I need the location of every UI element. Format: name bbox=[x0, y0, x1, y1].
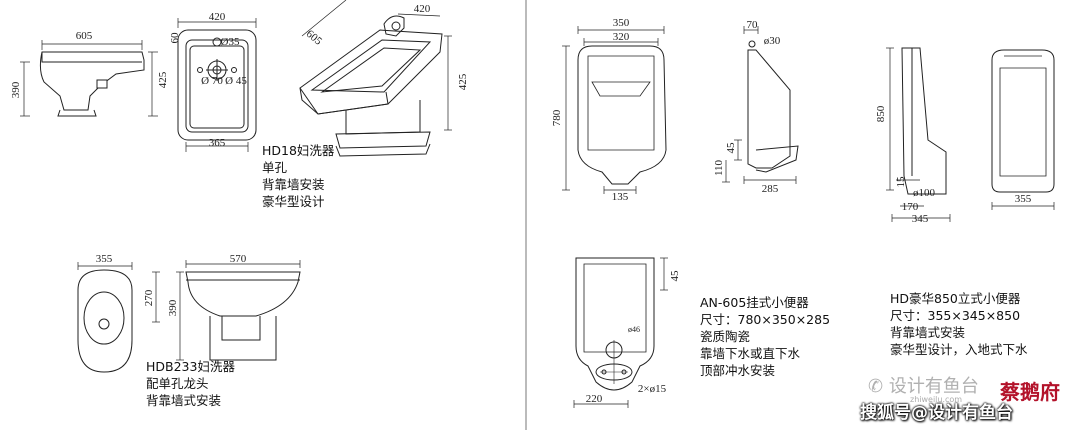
hd850-front-view bbox=[991, 49, 1055, 210]
watermark-logo: ✆ 设计有鱼台 bbox=[868, 372, 979, 398]
an605-side-45-label: 45 bbox=[725, 142, 737, 154]
hd18-side-height-label: 390 bbox=[10, 81, 22, 98]
hd18-iso-view bbox=[299, 0, 452, 157]
an605-back-view bbox=[573, 257, 668, 408]
an605-note-flush: 顶部冲水安装 bbox=[700, 363, 776, 378]
hd18-hole-top-label: Ø35 bbox=[221, 36, 240, 48]
watermark-icon: ✆ bbox=[868, 376, 884, 397]
watermark-logo-text: 设计有鱼台 bbox=[888, 376, 979, 397]
an605-note-material: 瓷质陶瓷 bbox=[700, 329, 751, 344]
hdb233-inner-height-label: 270 bbox=[143, 289, 155, 306]
an605-back-hole-label: ø46 bbox=[628, 325, 640, 334]
hdb233-top-view bbox=[77, 262, 133, 373]
an605-note-model: AN-605挂式小便器 bbox=[700, 295, 809, 310]
hd850-note-model: HD豪华850立式小便器 bbox=[890, 291, 1021, 306]
an605-height-label: 780 bbox=[551, 109, 563, 126]
hd18-hole-drain-label: Ø 70 bbox=[201, 75, 223, 87]
hd18-side-view bbox=[20, 40, 158, 117]
hdb233-note-model: HDB233妇洗器 bbox=[146, 359, 235, 374]
hdb233-notes: HDB233妇洗器 配单孔龙头 背靠墙式安装 bbox=[146, 358, 235, 409]
hd18-top-view bbox=[177, 18, 257, 152]
hd18-hole-small-label: Ø 45 bbox=[225, 75, 247, 87]
watermark-brand: 蔡鹅府 bbox=[1000, 380, 1060, 404]
hd850-dim15-label: 15 bbox=[895, 176, 907, 188]
hd850-notes: HD豪华850立式小便器 尺寸：355×345×850 背靠墙式安装 豪华型设计… bbox=[890, 290, 1028, 358]
hd18-iso-height-label: 425 bbox=[457, 73, 469, 90]
an605-side-110-label: 110 bbox=[713, 159, 725, 176]
hd18-note-hole: 单孔 bbox=[262, 160, 288, 175]
hd850-note-install: 背靠墙式安装 bbox=[890, 325, 966, 340]
an605-side-view bbox=[722, 26, 799, 184]
hdb233-total-height-label: 390 bbox=[167, 299, 179, 316]
an605-back-top-label: 45 bbox=[669, 270, 681, 282]
watermark-source: 搜狐号@设计有鱼台 bbox=[860, 403, 1013, 423]
hd18-top-base-label: 365 bbox=[209, 137, 226, 149]
hdb233-top-width-label: 355 bbox=[96, 253, 113, 265]
hd850-side-view bbox=[886, 47, 951, 222]
hdb233-note-faucet: 配单孔龙头 bbox=[146, 376, 209, 391]
hd18-top-width-label: 420 bbox=[209, 11, 226, 23]
hd850-width-label: 355 bbox=[1015, 193, 1032, 205]
an605-notes: AN-605挂式小便器 尺寸：780×350×285 瓷质陶瓷 靠墙下水或直下水… bbox=[700, 294, 830, 379]
hdb233-side-view bbox=[152, 260, 301, 361]
an605-note-drain: 靠墙下水或直下水 bbox=[700, 346, 801, 361]
an605-bottom-width-label: 135 bbox=[612, 191, 629, 203]
an605-outer-width-label: 350 bbox=[613, 17, 630, 29]
an605-side-pipe-label: ø30 bbox=[764, 35, 781, 47]
hd18-note-install: 背靠墙安装 bbox=[262, 177, 325, 192]
hdb233-side-width-label: 570 bbox=[230, 253, 247, 265]
hd850-note-design: 豪华型设计，入地式下水 bbox=[890, 342, 1028, 357]
hdb233-note-install: 背靠墙式安装 bbox=[146, 393, 222, 408]
an605-side-depth-label: 285 bbox=[762, 183, 779, 195]
hd18-iso-depth-label: 605 bbox=[304, 28, 325, 48]
hd18-iso-width-label: 420 bbox=[414, 3, 431, 15]
an605-back-holes-label: 2×ø15 bbox=[638, 383, 667, 395]
hd850-dim170-label: 170 bbox=[902, 201, 919, 213]
hd850-note-size: 尺寸：355×345×850 bbox=[890, 308, 1021, 323]
hd18-note-model: HD18妇洗器 bbox=[262, 143, 335, 158]
hd850-height-label: 850 bbox=[875, 105, 887, 122]
watermark-logo-sub: zhiweilu.com bbox=[910, 395, 963, 404]
hd18-side-rim-label: 425 bbox=[157, 71, 169, 88]
an605-back-bottom-label: 220 bbox=[586, 393, 603, 405]
hd850-pipe-label: ø100 bbox=[913, 187, 936, 199]
hd18-notes: HD18妇洗器 单孔 背靠墙安装 豪华型设计 bbox=[262, 142, 334, 210]
hd18-note-design: 豪华型设计 bbox=[262, 194, 325, 209]
an605-inner-width-label: 320 bbox=[613, 31, 630, 43]
an605-note-size: 尺寸：780×350×285 bbox=[700, 312, 831, 327]
an605-front-view bbox=[562, 26, 667, 194]
hd850-depth-label: 345 bbox=[912, 213, 929, 225]
hd18-side-width-label: 605 bbox=[76, 30, 93, 42]
hd18-top-small-label: 60 bbox=[169, 32, 181, 44]
an605-side-top-label: 70 bbox=[747, 19, 759, 31]
